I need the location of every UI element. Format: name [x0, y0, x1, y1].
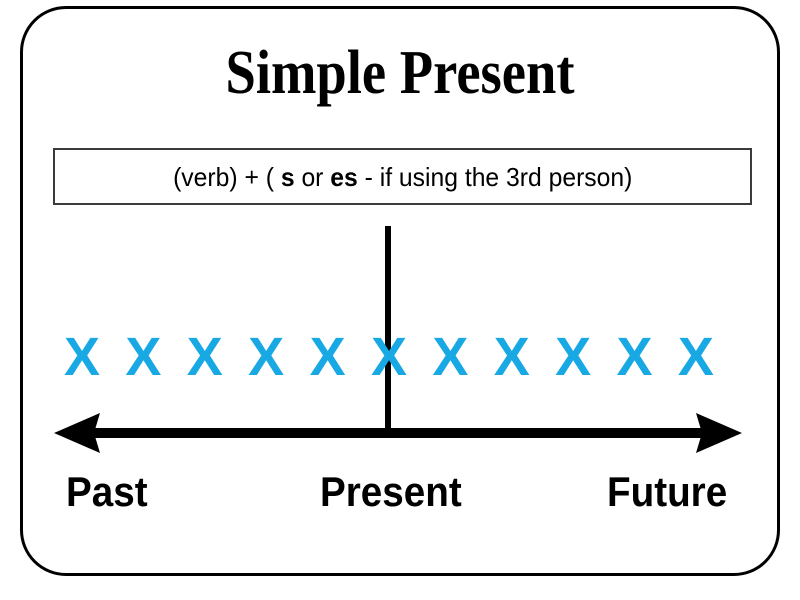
timeline-x-mark: X — [125, 327, 162, 387]
timeline-x-mark: X — [64, 327, 101, 387]
timeline-x-mark: X — [370, 327, 407, 387]
formula-text: (verb) + ( s or es - if using the 3rd pe… — [173, 162, 632, 192]
timeline-x-mark: X — [555, 327, 592, 387]
formula-part-or: or — [294, 161, 331, 192]
timeline-label-present: Present — [320, 468, 462, 515]
page-title: Simple Present — [225, 39, 575, 107]
formula-part-rest: - if using the 3rd person) — [357, 161, 633, 192]
timeline-axis-arrow — [52, 406, 744, 462]
timeline-x-mark: X — [248, 327, 285, 387]
timeline-x-mark: X — [677, 327, 714, 387]
timeline-x-mark: X — [432, 327, 469, 387]
timeline-x-mark: X — [309, 327, 346, 387]
formula-bold-s: s — [280, 161, 295, 192]
timeline-label-past: Past — [66, 468, 148, 515]
timeline-x-mark: X — [616, 327, 653, 387]
timeline-x-mark: X — [186, 327, 223, 387]
timeline-labels: Past Present Future — [52, 468, 744, 518]
formula-part-open: (verb) + ( — [172, 161, 281, 192]
formula-box: (verb) + ( s or es - if using the 3rd pe… — [53, 148, 752, 205]
timeline-label-future: Future — [607, 468, 728, 515]
present-marker-line — [385, 226, 391, 432]
arrow-shape — [54, 413, 742, 453]
formula-bold-es: es — [330, 161, 358, 192]
timeline-x-mark: X — [493, 327, 530, 387]
card-frame — [20, 6, 780, 576]
